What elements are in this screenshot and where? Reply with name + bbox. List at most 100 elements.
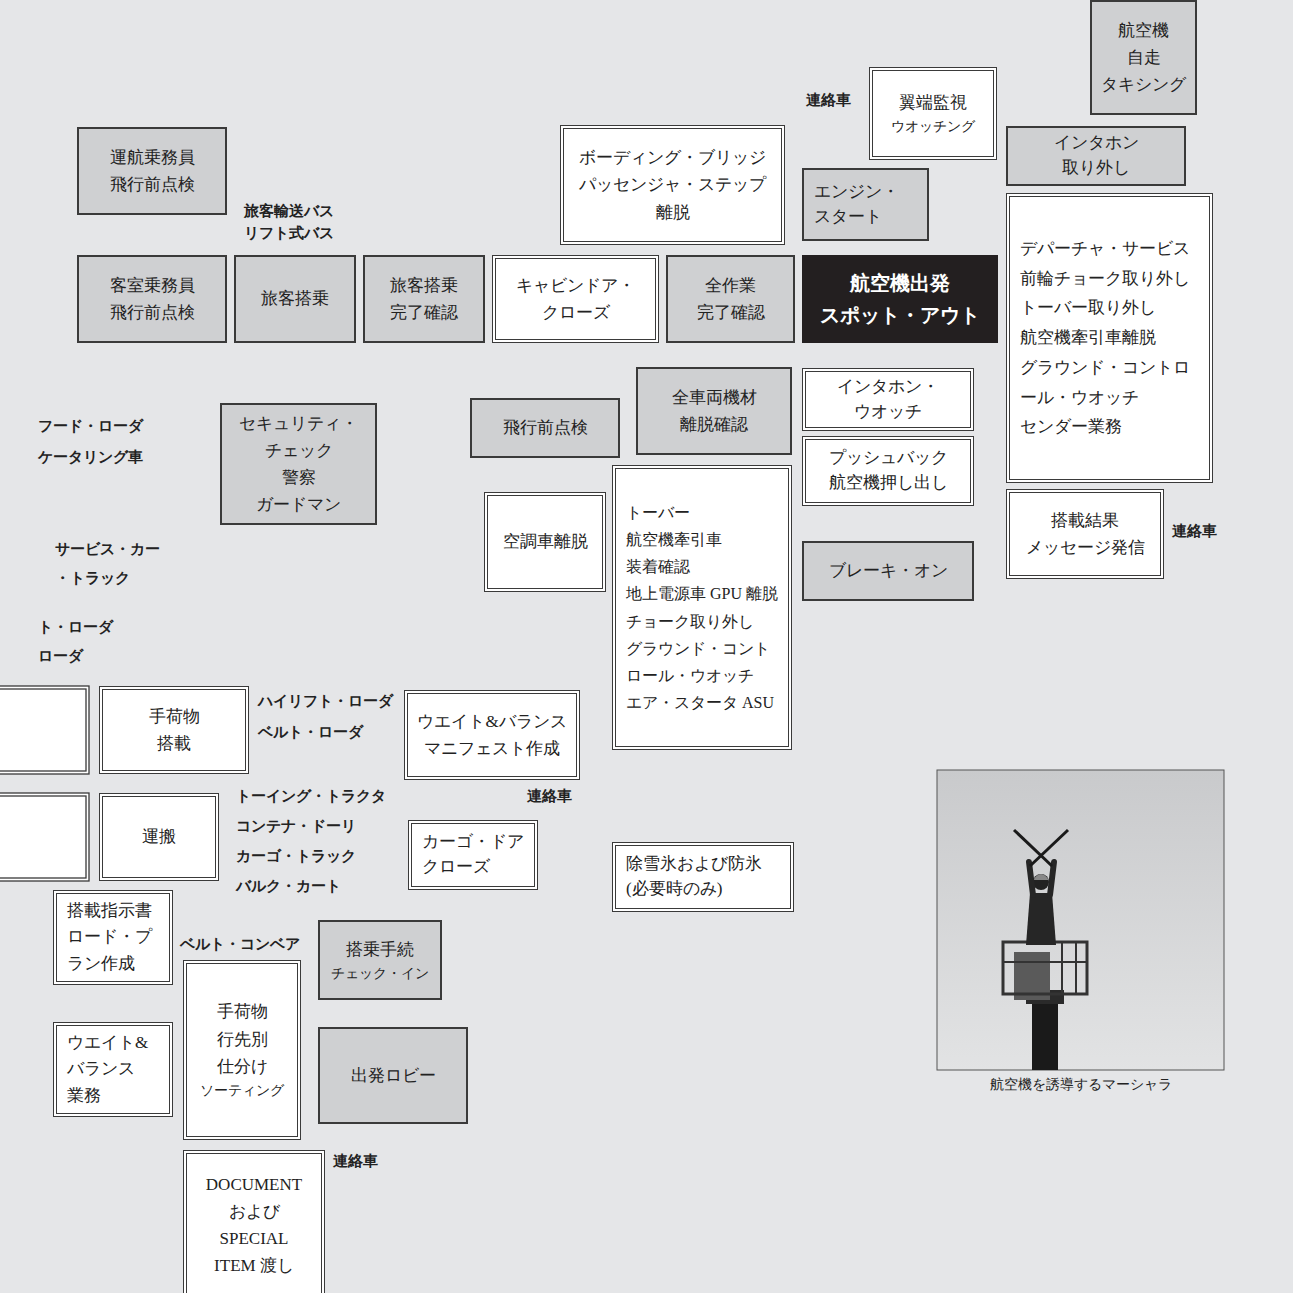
task-box-outlined: カーゴ・ドア クローズ xyxy=(408,820,538,890)
task-box: 出発ロビー xyxy=(318,1027,468,1124)
cut-box xyxy=(0,793,89,881)
box-text: 搭乗手続 xyxy=(328,936,432,963)
task-box-outlined: 手荷物 搭載 xyxy=(99,686,249,774)
box-text: チェック・イン xyxy=(328,963,432,985)
task-box: 旅客搭乗 完了確認 xyxy=(363,255,485,343)
box-text: ウエイト& バランス 業務 xyxy=(67,1030,163,1109)
box-text: エンジン・ スタート xyxy=(814,180,921,229)
box-text: ウオッチング xyxy=(881,116,985,138)
task-box-outlined: デパーチャ・サービス前輪チョーク取り外しトーバー取り外し航空機牽引車離脱グラウン… xyxy=(1006,193,1213,483)
box-text: プッシュバック 航空機押し出し xyxy=(814,446,962,495)
equipment-label: ローダ xyxy=(38,647,83,667)
equipment-label: カーゴ・トラック xyxy=(236,847,356,867)
box-text: 旅客搭乗 xyxy=(244,285,346,312)
box-text: トーバー xyxy=(626,499,782,526)
task-box-outlined: 手荷物 行先別 仕分けソーティング xyxy=(183,960,301,1140)
box-text: セキュリティ・ チェック 警察 ガードマン xyxy=(230,410,367,519)
task-box: 全車両機材 離脱確認 xyxy=(636,367,792,455)
box-text: ブレーキ・オン xyxy=(812,557,964,584)
box-text: ボーディング・ブリッジ パッセンジャ・ステップ 離脱 xyxy=(572,144,773,226)
equipment-label: サービス・カー ・トラック xyxy=(55,535,255,592)
task-box-outlined: DOCUMENT および SPECIAL ITEM 渡し xyxy=(183,1150,325,1293)
box-text: デパーチャ・サービス xyxy=(1020,234,1203,264)
task-box-outlined: 運搬 xyxy=(99,793,219,881)
box-text: キャビンドア・ クローズ xyxy=(504,272,647,326)
box-text: インタホン・ ウオッチ xyxy=(814,375,962,424)
task-box-outlined: ウエイト& バランス 業務 xyxy=(53,1022,173,1117)
box-text: 全車両機材 離脱確認 xyxy=(646,384,782,438)
task-box: ブレーキ・オン xyxy=(802,541,974,601)
equipment-label: 連絡車 xyxy=(333,1152,378,1172)
box-text: 航空機出発 スポット・アウト xyxy=(812,267,988,331)
box-text: 搭載指示書 ロード・プ ラン作成 xyxy=(67,898,163,977)
task-box: 航空機 自走 タキシング xyxy=(1090,0,1197,115)
task-box-outlined: 除雪氷および防氷 (必要時のみ) xyxy=(612,842,794,912)
box-text: 地上電源車 GPU 離脱 xyxy=(626,580,782,607)
box-text: 除雪氷および防氷 (必要時のみ) xyxy=(626,852,784,901)
box-text: カーゴ・ドア クローズ xyxy=(422,830,528,879)
task-box-outlined: 翼端監視ウオッチング xyxy=(869,67,997,160)
box-text: ウエイト&バランス マニフェスト作成 xyxy=(416,708,568,762)
task-box-outlined: ボーディング・ブリッジ パッセンジャ・ステップ 離脱 xyxy=(560,125,785,245)
task-box: 客室乗務員 飛行前点検 xyxy=(77,255,227,343)
equipment-label: トーイング・トラクタ xyxy=(236,787,386,807)
box-text: 航空機牽引車離脱 xyxy=(1020,323,1203,353)
box-text: 飛行前点検 xyxy=(480,414,610,441)
task-box-outlined: 搭載指示書 ロード・プ ラン作成 xyxy=(53,890,173,985)
task-box: 全作業 完了確認 xyxy=(666,255,795,343)
box-text: センダー業務 xyxy=(1020,412,1203,442)
task-box: インタホン 取り外し xyxy=(1006,126,1186,186)
equipment-label: ベルト・ローダ xyxy=(258,723,363,743)
box-text: 空調車離脱 xyxy=(496,528,594,555)
box-text: 航空機牽引車 装着確認 xyxy=(626,526,782,580)
equipment-label: ケータリング車 xyxy=(38,448,143,468)
equipment-label: 連絡車 xyxy=(806,91,851,111)
equipment-label: コンテナ・ドーリ xyxy=(236,817,356,837)
task-box: 搭乗手続チェック・イン xyxy=(318,920,442,1000)
task-box: 運航乗務員 飛行前点検 xyxy=(77,127,227,215)
marshaller-photo xyxy=(937,770,1224,1070)
task-box-outlined: 搭載結果 メッセージ発信 xyxy=(1006,489,1164,579)
box-text: 全作業 完了確認 xyxy=(676,272,785,326)
equipment-label: ハイリフト・ローダ xyxy=(258,692,393,712)
box-text: エア・スタータ ASU xyxy=(626,689,782,716)
box-text: 手荷物 搭載 xyxy=(111,703,237,757)
box-text: 運航乗務員 飛行前点検 xyxy=(87,144,217,198)
task-box-outlined: キャビンドア・ クローズ xyxy=(492,255,659,343)
task-box: セキュリティ・ チェック 警察 ガードマン xyxy=(220,403,377,525)
task-box-outlined: プッシュバック 航空機押し出し xyxy=(802,436,974,506)
task-box: 飛行前点検 xyxy=(470,398,620,458)
task-box-outlined: インタホン・ ウオッチ xyxy=(802,368,974,431)
equipment-label: リフト式バス xyxy=(244,224,334,244)
task-box-outlined: 空調車離脱 xyxy=(484,492,606,592)
box-text: DOCUMENT および SPECIAL ITEM 渡し xyxy=(203,1171,305,1280)
box-text: 航空機 自走 タキシング xyxy=(1100,17,1187,99)
box-text: チョーク取り外し xyxy=(626,608,782,635)
box-text: 前輪チョーク取り外し xyxy=(1020,264,1203,294)
box-text: 搭載結果 メッセージ発信 xyxy=(1018,507,1152,561)
box-text: トーバー取り外し xyxy=(1020,293,1203,323)
equipment-label: ベルト・コンベア xyxy=(180,935,300,955)
task-box: 旅客搭乗 xyxy=(234,255,356,343)
equipment-label: バルク・カート xyxy=(236,877,341,897)
box-text: 手荷物 行先別 仕分け xyxy=(195,998,289,1080)
task-box-outlined: トーバー航空機牽引車 装着確認地上電源車 GPU 離脱チョーク取り外しグラウンド… xyxy=(612,465,792,750)
equipment-label: フード・ローダ xyxy=(38,417,143,437)
box-text: インタホン 取り外し xyxy=(1016,131,1176,180)
task-box: エンジン・ スタート xyxy=(802,168,929,241)
equipment-label: 旅客輸送バス xyxy=(244,202,334,222)
equipment-label: 連絡車 xyxy=(1172,522,1217,542)
box-text: ソーティング xyxy=(195,1080,289,1102)
box-text: 翼端監視 xyxy=(881,89,985,116)
photo-caption: 航空機を誘導するマーシャラ xyxy=(937,1075,1224,1093)
box-text: 客室乗務員 飛行前点検 xyxy=(87,272,217,326)
box-text: グラウンド・コントロ ール・ウオッチ xyxy=(1020,353,1203,413)
equipment-label: ト・ローダ xyxy=(38,618,113,638)
cut-box xyxy=(0,686,89,774)
departure-box: 航空機出発 スポット・アウト xyxy=(802,255,998,343)
task-box-outlined: ウエイト&バランス マニフェスト作成 xyxy=(404,690,580,780)
box-text: グラウンド・コント ロール・ウオッチ xyxy=(626,635,782,689)
equipment-label: 連絡車 xyxy=(527,787,572,807)
box-text: 旅客搭乗 完了確認 xyxy=(373,272,475,326)
